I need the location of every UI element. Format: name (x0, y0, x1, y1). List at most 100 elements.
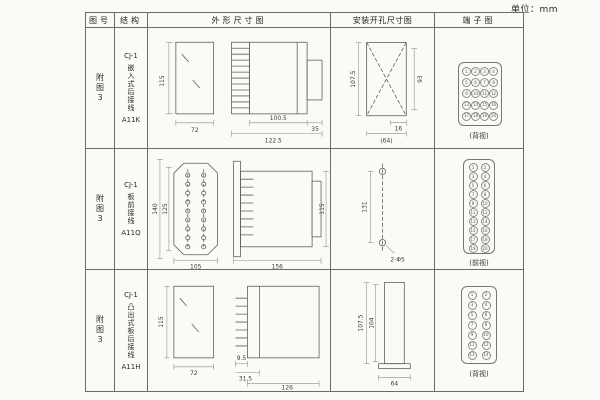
terminal-circle: 17 (462, 111, 471, 121)
terminal-circle: 10 (480, 199, 490, 208)
terminal-circle: 15 (468, 226, 478, 235)
terminal-circle: 14 (471, 100, 480, 110)
terminal-circle: 10 (481, 330, 491, 340)
front-view-dims: 115 72 (159, 41, 214, 133)
model-code: A11K (121, 116, 141, 124)
terminal-circle: 9 (467, 330, 477, 340)
terminal-circle: 11 (480, 89, 489, 99)
front-view-dims: 115 72 (158, 285, 214, 377)
fig-no-cell-row2: 附图3 (86, 149, 115, 270)
model-label: CJ-1 (124, 52, 138, 60)
case-section (378, 282, 411, 370)
terminal-circle: 6 (471, 78, 480, 88)
terminal-stack (240, 178, 254, 235)
front-view-dims: 140 125 105 (152, 158, 218, 269)
cutout-dims: 107.5 93 16 (64) (350, 41, 424, 144)
model-code: A11Q (121, 229, 141, 237)
terminal-circle: 5 (462, 78, 471, 88)
dim-label-height: 115 (159, 75, 166, 87)
front-view (175, 41, 215, 114)
model-code: A11H (121, 362, 141, 371)
install-svg-a11q: 131 2-Φ5 (362, 162, 405, 263)
terminal-circle: 17 (468, 235, 478, 244)
terminal-circle: 19 (480, 111, 489, 121)
mounting-holes (378, 162, 387, 251)
dim-label-length: 156 (272, 263, 284, 269)
header-outline: 外形尺寸图 (148, 13, 331, 28)
dim-label-inner: 104 (369, 317, 376, 329)
dim-label-length: 126 (282, 385, 294, 391)
structure-cell-row2: CJ-1 板前接线 A11Q (115, 149, 148, 270)
install-svg-a11h: 107.5 104 64 (358, 282, 411, 387)
dim-label-tail: 35 (311, 125, 319, 132)
structure-desc: 嵌入式后接线 (127, 64, 135, 112)
terminal-circle: 5 (467, 310, 477, 320)
terminal-circle: 18 (480, 235, 490, 244)
terminal-circle: 3 (468, 172, 478, 181)
dim-label-spacing: 131 (362, 201, 369, 213)
dim-label-cutout-height: 107.5 (350, 70, 357, 87)
terminal-circle: 15 (480, 100, 489, 110)
dim-label-inner: 125 (162, 203, 169, 215)
dim-label-height: 115 (158, 316, 165, 328)
structure-desc: 板前接线 (127, 193, 135, 225)
terminal-circle: 9 (462, 89, 471, 99)
outline-cell-a11k: 115 72 100.5 35 122.5 (148, 28, 331, 149)
structure-cell-row3: CJ-1 凸出式板后接线 A11H (115, 270, 148, 391)
fig-no-text: 附图3 (95, 315, 105, 346)
dim-label-width: 105 (190, 263, 202, 269)
terminal-circle: 8 (489, 78, 498, 88)
dim-label-height: 107.5 (358, 314, 365, 331)
dim-label-width: 72 (190, 370, 198, 377)
dim-label-height: 140 (152, 203, 159, 215)
terminal-circle: 4 (489, 67, 498, 77)
dim-label-pin: 9.5 (237, 355, 247, 362)
side-view (233, 160, 322, 257)
install-svg-a11k: 107.5 93 16 (64) (350, 41, 424, 144)
install-cell-a11q: 131 2-Φ5 (331, 149, 435, 270)
dim-label-cutout-small: 16 (395, 125, 403, 132)
terminal-circle: 3 (480, 67, 489, 77)
terminal-studs (185, 172, 207, 249)
dim-label-section: 31.5 (239, 376, 252, 383)
header-fig-no: 图号 (86, 13, 115, 28)
structure-desc: 凸出式板后接线 (127, 302, 135, 359)
terminal-circle: 4 (481, 300, 491, 310)
unit-label: 单位：mm (510, 5, 558, 15)
terminal-circle: 4 (480, 172, 490, 181)
terminal-circle: 19 (468, 244, 478, 253)
terminal-circle: 7 (467, 320, 477, 330)
terminal-circle: 11 (467, 340, 477, 350)
terminal-circle: 16 (480, 226, 490, 235)
terminal-circle: 18 (471, 111, 480, 121)
outline-svg-a11q: 140 125 105 156 115 (152, 158, 330, 269)
terminal-circle: 7 (468, 190, 478, 199)
fig-no-cell-row1: 附图3 (86, 28, 115, 149)
dim-label-cutout-inner: 93 (417, 75, 424, 83)
terminal-circle: 9 (468, 199, 478, 208)
fig-no-text: 附图3 (95, 72, 105, 104)
terminal-circle: 8 (480, 190, 490, 199)
install-cell-a11h: 107.5 104 64 (331, 270, 435, 391)
outline-cell-a11h: 115 72 9.5 31.5 126 (148, 270, 331, 391)
terminal-circle: 5 (468, 181, 478, 190)
side-view (235, 285, 320, 359)
panel-cutout (366, 41, 407, 116)
terminal-circle: 14 (480, 217, 490, 226)
terminal-circle: 16 (489, 100, 498, 110)
dim-label-total: 122.5 (265, 137, 282, 144)
terminal-circle: 20 (480, 244, 490, 253)
side-view (231, 41, 323, 114)
terminal-circle: 12 (489, 89, 498, 99)
terminal-circle: 2 (471, 67, 480, 77)
terminal-circle: 11 (468, 208, 478, 217)
hole-dims: 131 2-Φ5 (362, 170, 405, 263)
fig-no-text: 附图3 (95, 193, 105, 225)
view-label: (背视) (469, 132, 489, 140)
view-label: (前视) (469, 259, 489, 267)
